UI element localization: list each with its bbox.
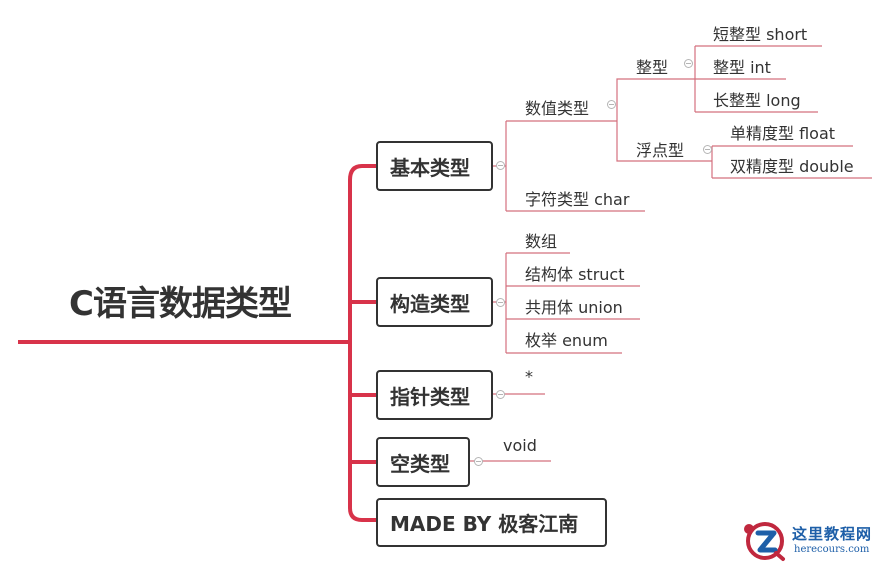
integer-connector <box>693 46 696 112</box>
watermark-logo: 这里教程网 herecours.com <box>741 520 881 562</box>
leaf-array[interactable]: 数组 <box>525 232 558 251</box>
node-char-type[interactable]: 字符类型 char <box>525 190 630 209</box>
numeric-connector <box>616 78 627 162</box>
leaf-struct[interactable]: 结构体 struct <box>525 265 625 284</box>
branch-constructed-type[interactable]: 构造类型 <box>376 277 493 327</box>
branch-void-type[interactable]: 空类型 <box>376 437 470 487</box>
leaf-short[interactable]: 短整型 short <box>713 25 808 44</box>
leaf-pointer-star[interactable]: * <box>525 367 533 386</box>
node-numeric-type[interactable]: 数值类型 <box>525 99 590 118</box>
collapse-floating-icon[interactable] <box>703 145 712 154</box>
branch-made-by[interactable]: MADE BY 极客江南 <box>376 498 607 547</box>
node-floating[interactable]: 浮点型 <box>636 141 685 160</box>
made-by-label: MADE BY 极客江南 <box>390 512 579 536</box>
watermark-url: herecours.com <box>794 544 870 555</box>
collapse-basic-icon[interactable] <box>496 161 505 170</box>
branch-basic-type[interactable]: 基本类型 <box>376 141 493 191</box>
branch-constructed-label: 构造类型 <box>390 291 470 316</box>
node-integer[interactable]: 整型 <box>636 58 669 77</box>
branch-pointer-type[interactable]: 指针类型 <box>376 370 493 420</box>
trunk-to-basic <box>348 164 376 181</box>
branch-pointer-label: 指针类型 <box>390 384 470 409</box>
leaf-union[interactable]: 共用体 union <box>525 298 623 317</box>
branch-basic-label: 基本类型 <box>390 155 470 180</box>
collapse-constructed-icon[interactable] <box>496 298 505 307</box>
leaf-enum[interactable]: 枚举 enum <box>525 331 608 350</box>
collapse-void-icon[interactable] <box>474 457 483 466</box>
trunk-vertical <box>340 180 376 522</box>
collapse-pointer-icon[interactable] <box>496 390 505 399</box>
logo-mark-icon <box>744 522 785 561</box>
branch-void-label: 空类型 <box>390 451 450 476</box>
collapse-numeric-icon[interactable] <box>607 100 616 109</box>
watermark-title: 这里教程网 <box>792 525 873 543</box>
leaf-float[interactable]: 单精度型 float <box>730 124 836 143</box>
root-title[interactable]: C语言数据类型 <box>69 284 292 324</box>
leaf-double[interactable]: 双精度型 double <box>730 157 854 176</box>
leaf-void[interactable]: void <box>503 436 537 455</box>
collapse-integer-icon[interactable] <box>684 59 693 68</box>
float-connector <box>697 146 713 178</box>
leaf-long[interactable]: 长整型 long <box>713 91 801 110</box>
leaf-int[interactable]: 整型 int <box>713 58 771 77</box>
